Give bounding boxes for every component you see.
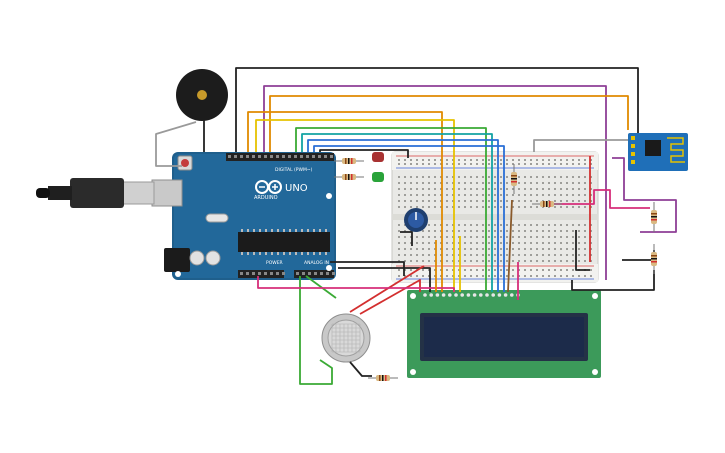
lcd-display [407, 290, 601, 378]
wire [400, 231, 413, 246]
capacitor [189, 250, 205, 266]
wire [269, 95, 629, 152]
resistor [368, 375, 398, 381]
potentiometer[interactable] [404, 208, 428, 232]
atmega-chip [238, 232, 330, 252]
wire [338, 267, 431, 292]
analog-label: ANALOG IN [304, 260, 329, 266]
resistor [532, 201, 562, 207]
brand-label: ARDUINO [254, 195, 278, 201]
dc-jack [164, 248, 190, 272]
resistor [334, 158, 364, 164]
digital-pins [228, 155, 333, 158]
wire [307, 139, 499, 292]
capacitor [205, 250, 221, 266]
arduino-board: UNO ARDUINO DIGITAL (PWM~) POWER ANALOG … [151, 152, 336, 280]
wire [548, 189, 650, 209]
wire [330, 261, 405, 276]
lcd-pins [423, 293, 520, 297]
wire [533, 139, 628, 152]
resistor [511, 164, 517, 194]
wire [263, 85, 607, 280]
crystal [205, 213, 229, 223]
wire [575, 230, 590, 271]
red-led [372, 152, 384, 162]
power-label: POWER [266, 260, 283, 266]
wire [571, 270, 655, 291]
wire [349, 361, 372, 377]
wire [255, 119, 455, 292]
wires [155, 67, 677, 385]
breadboard-holes [398, 159, 592, 277]
arduino-logo [255, 180, 282, 194]
wire [295, 127, 487, 292]
wire [319, 149, 409, 158]
digital-header [226, 153, 334, 161]
wire [507, 199, 513, 293]
usb-port [151, 179, 183, 207]
wire [301, 133, 493, 292]
wire [313, 145, 505, 292]
wire [349, 265, 425, 313]
wire [247, 111, 443, 292]
esp8266-module [628, 133, 688, 171]
wire [257, 276, 455, 292]
wire [299, 276, 333, 385]
resistor [651, 202, 657, 232]
resistors [334, 158, 657, 381]
digital-label: DIGITAL (PWM~) [275, 167, 313, 173]
wire [155, 121, 197, 167]
analog-pins [240, 272, 335, 275]
usb-cable [36, 178, 155, 208]
breadboard [391, 151, 599, 283]
wire [612, 157, 677, 233]
chip-legs [241, 229, 327, 255]
wire [235, 67, 639, 152]
resistor [334, 174, 364, 180]
green-led [372, 172, 384, 182]
wire [305, 275, 337, 299]
model-label: UNO [285, 183, 308, 194]
resistor [651, 244, 657, 274]
gas-sensor [321, 313, 371, 363]
wire [622, 250, 655, 261]
piezo-buzzer [176, 69, 228, 121]
